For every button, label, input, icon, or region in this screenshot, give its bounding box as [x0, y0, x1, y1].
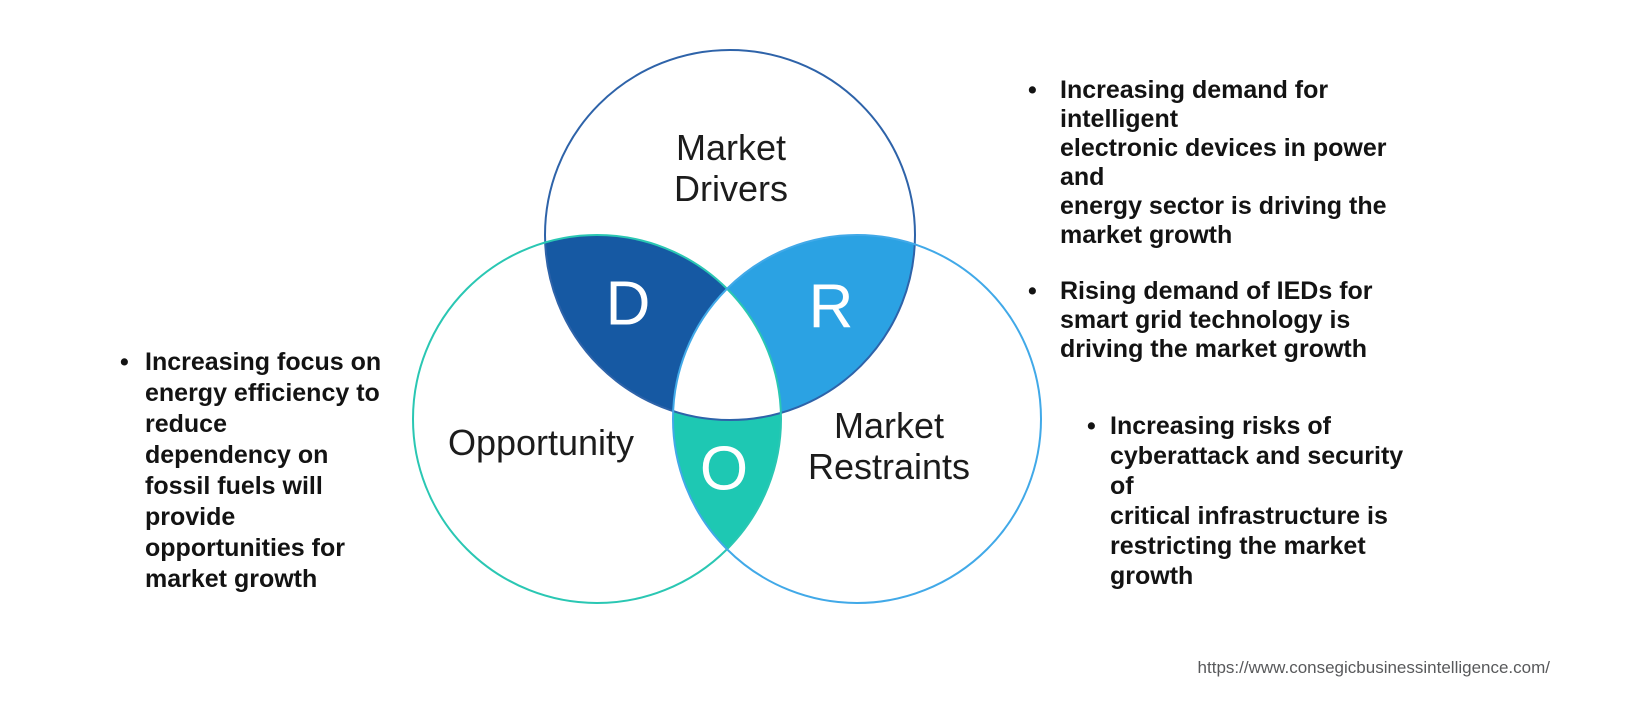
drivers-bullet-1: Increasing demand for intelligent electr…	[1060, 76, 1387, 249]
list-item: • Increasing focus on energy efficiency …	[106, 347, 386, 595]
source-url: https://www.consegicbusinessintelligence…	[1197, 658, 1550, 677]
drivers-circle-label: Market Drivers	[674, 127, 788, 209]
opportunity-circle-label: Opportunity	[447, 422, 635, 463]
list-item: • Increasing risks of cyberattack and se…	[1073, 411, 1433, 591]
drivers-overlap-letter: D	[605, 269, 651, 339]
list-item: • Increasing demand for intelligent elec…	[1014, 76, 1434, 250]
opportunity-bullet-1: Increasing focus on energy efficiency to…	[145, 348, 382, 593]
opportunity-circle	[412, 234, 782, 604]
opportunity-bullet-list: • Increasing focus on energy efficiency …	[106, 347, 386, 595]
drivers-circle	[544, 49, 916, 421]
bullet-icon: •	[1028, 76, 1037, 104]
opportunity-overlap-letter: O	[699, 434, 749, 504]
restraints-circle	[672, 234, 1042, 604]
restraints-overlap-letter: R	[808, 272, 854, 342]
drivers-bullet-2: Rising demand of IEDs for smart grid tec…	[1060, 277, 1373, 363]
bullet-icon: •	[1087, 412, 1096, 440]
bullet-icon: •	[1028, 277, 1037, 305]
restraints-bullet-list: • Increasing risks of cyberattack and se…	[1073, 411, 1433, 591]
bullet-icon: •	[120, 348, 129, 376]
list-item: • Rising demand of IEDs for smart grid t…	[1014, 277, 1434, 364]
drivers-bullet-list: • Increasing demand for intelligent elec…	[1014, 76, 1434, 364]
restraints-circle-label: Market Restraints	[807, 405, 971, 487]
restraints-bullet-1: Increasing risks of cyberattack and secu…	[1110, 412, 1404, 590]
